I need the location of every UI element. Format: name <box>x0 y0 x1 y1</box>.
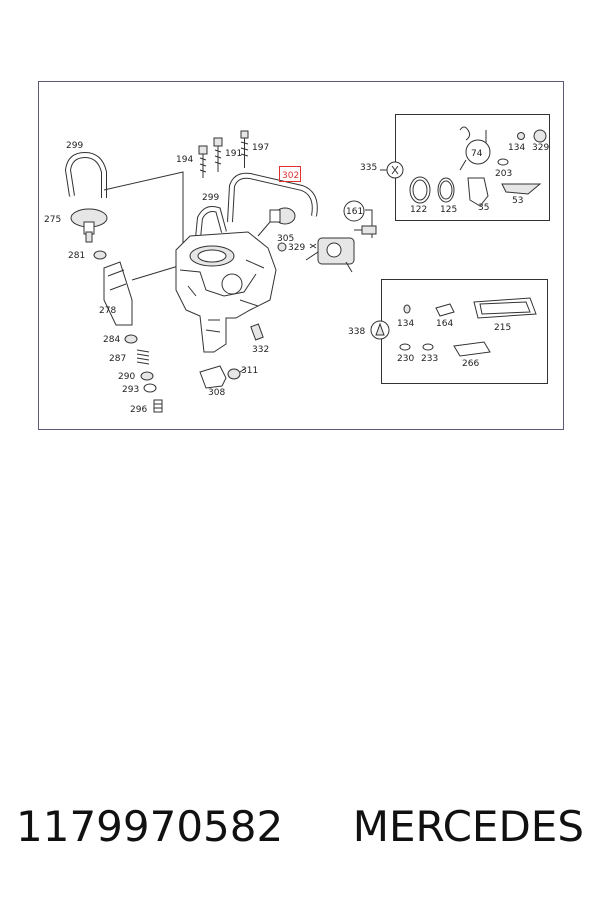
nut-part <box>124 334 138 344</box>
callout-332: 332 <box>252 345 269 355</box>
callout-35: 35 <box>478 203 489 213</box>
callout-281: 281 <box>68 251 85 261</box>
callout-134-b: 134 <box>397 319 414 329</box>
callout-275: 275 <box>44 215 61 225</box>
callout-335: 335 <box>360 163 377 173</box>
callout-215: 215 <box>494 323 511 333</box>
callout-53: 53 <box>512 196 523 206</box>
callout-74: 74 <box>471 149 483 159</box>
spring-part <box>136 349 150 365</box>
diagram-frame <box>38 81 564 430</box>
washer-part <box>93 250 107 260</box>
washer-part-2 <box>140 371 154 381</box>
callout-284: 284 <box>103 335 120 345</box>
grommet-part <box>277 242 287 252</box>
vacuum-diaphragm-part <box>70 208 108 243</box>
callout-266: 266 <box>462 359 479 369</box>
callout-305: 305 <box>277 234 294 244</box>
callout-338: 338 <box>348 327 365 337</box>
part-number: 1179970582 <box>16 802 284 851</box>
callout-278: 278 <box>99 306 116 316</box>
callout-233: 233 <box>421 354 438 364</box>
parts-diagram: 299 275 281 278 284 287 290 293 296 194 … <box>38 81 564 430</box>
washer-part-3 <box>143 383 157 393</box>
callout-134-a: 134 <box>508 143 525 153</box>
callout-311: 311 <box>241 366 258 376</box>
callout-329-b: 329 <box>532 143 549 153</box>
brand-name: MERCEDES <box>352 802 584 851</box>
callout-299-a: 299 <box>66 141 83 151</box>
callout-161: 161 <box>346 207 363 217</box>
screw-set-part <box>198 130 249 178</box>
hose-299-part <box>195 206 227 239</box>
callout-197: 197 <box>252 143 269 153</box>
callout-125: 125 <box>440 205 457 215</box>
vacuum-unit-part <box>257 207 296 237</box>
callout-194: 194 <box>176 155 193 165</box>
callout-287: 287 <box>109 354 126 364</box>
lever-part <box>199 365 247 389</box>
hose-part <box>64 151 107 198</box>
product-caption: 1179970582 MERCEDES <box>0 796 600 866</box>
highlight-box <box>279 166 301 182</box>
callout-122: 122 <box>410 205 427 215</box>
pin-part <box>250 323 264 341</box>
screw-part <box>153 399 163 413</box>
choke-assembly-part <box>305 200 377 273</box>
callout-329-a: 329 <box>288 243 305 253</box>
callout-191: 191 <box>225 149 242 159</box>
callout-230: 230 <box>397 354 414 364</box>
lower-inset-parts <box>370 297 537 357</box>
callout-290: 290 <box>118 372 135 382</box>
upper-inset-parts <box>386 126 547 207</box>
callout-164: 164 <box>436 319 453 329</box>
carburetor-body-part <box>175 231 277 353</box>
callout-293: 293 <box>122 385 139 395</box>
callout-302: 302 <box>282 171 299 181</box>
callout-308: 308 <box>208 388 225 398</box>
hose-302-part <box>227 172 318 223</box>
callout-203: 203 <box>495 169 512 179</box>
callout-296: 296 <box>130 405 147 415</box>
callout-299-b: 299 <box>202 193 219 203</box>
